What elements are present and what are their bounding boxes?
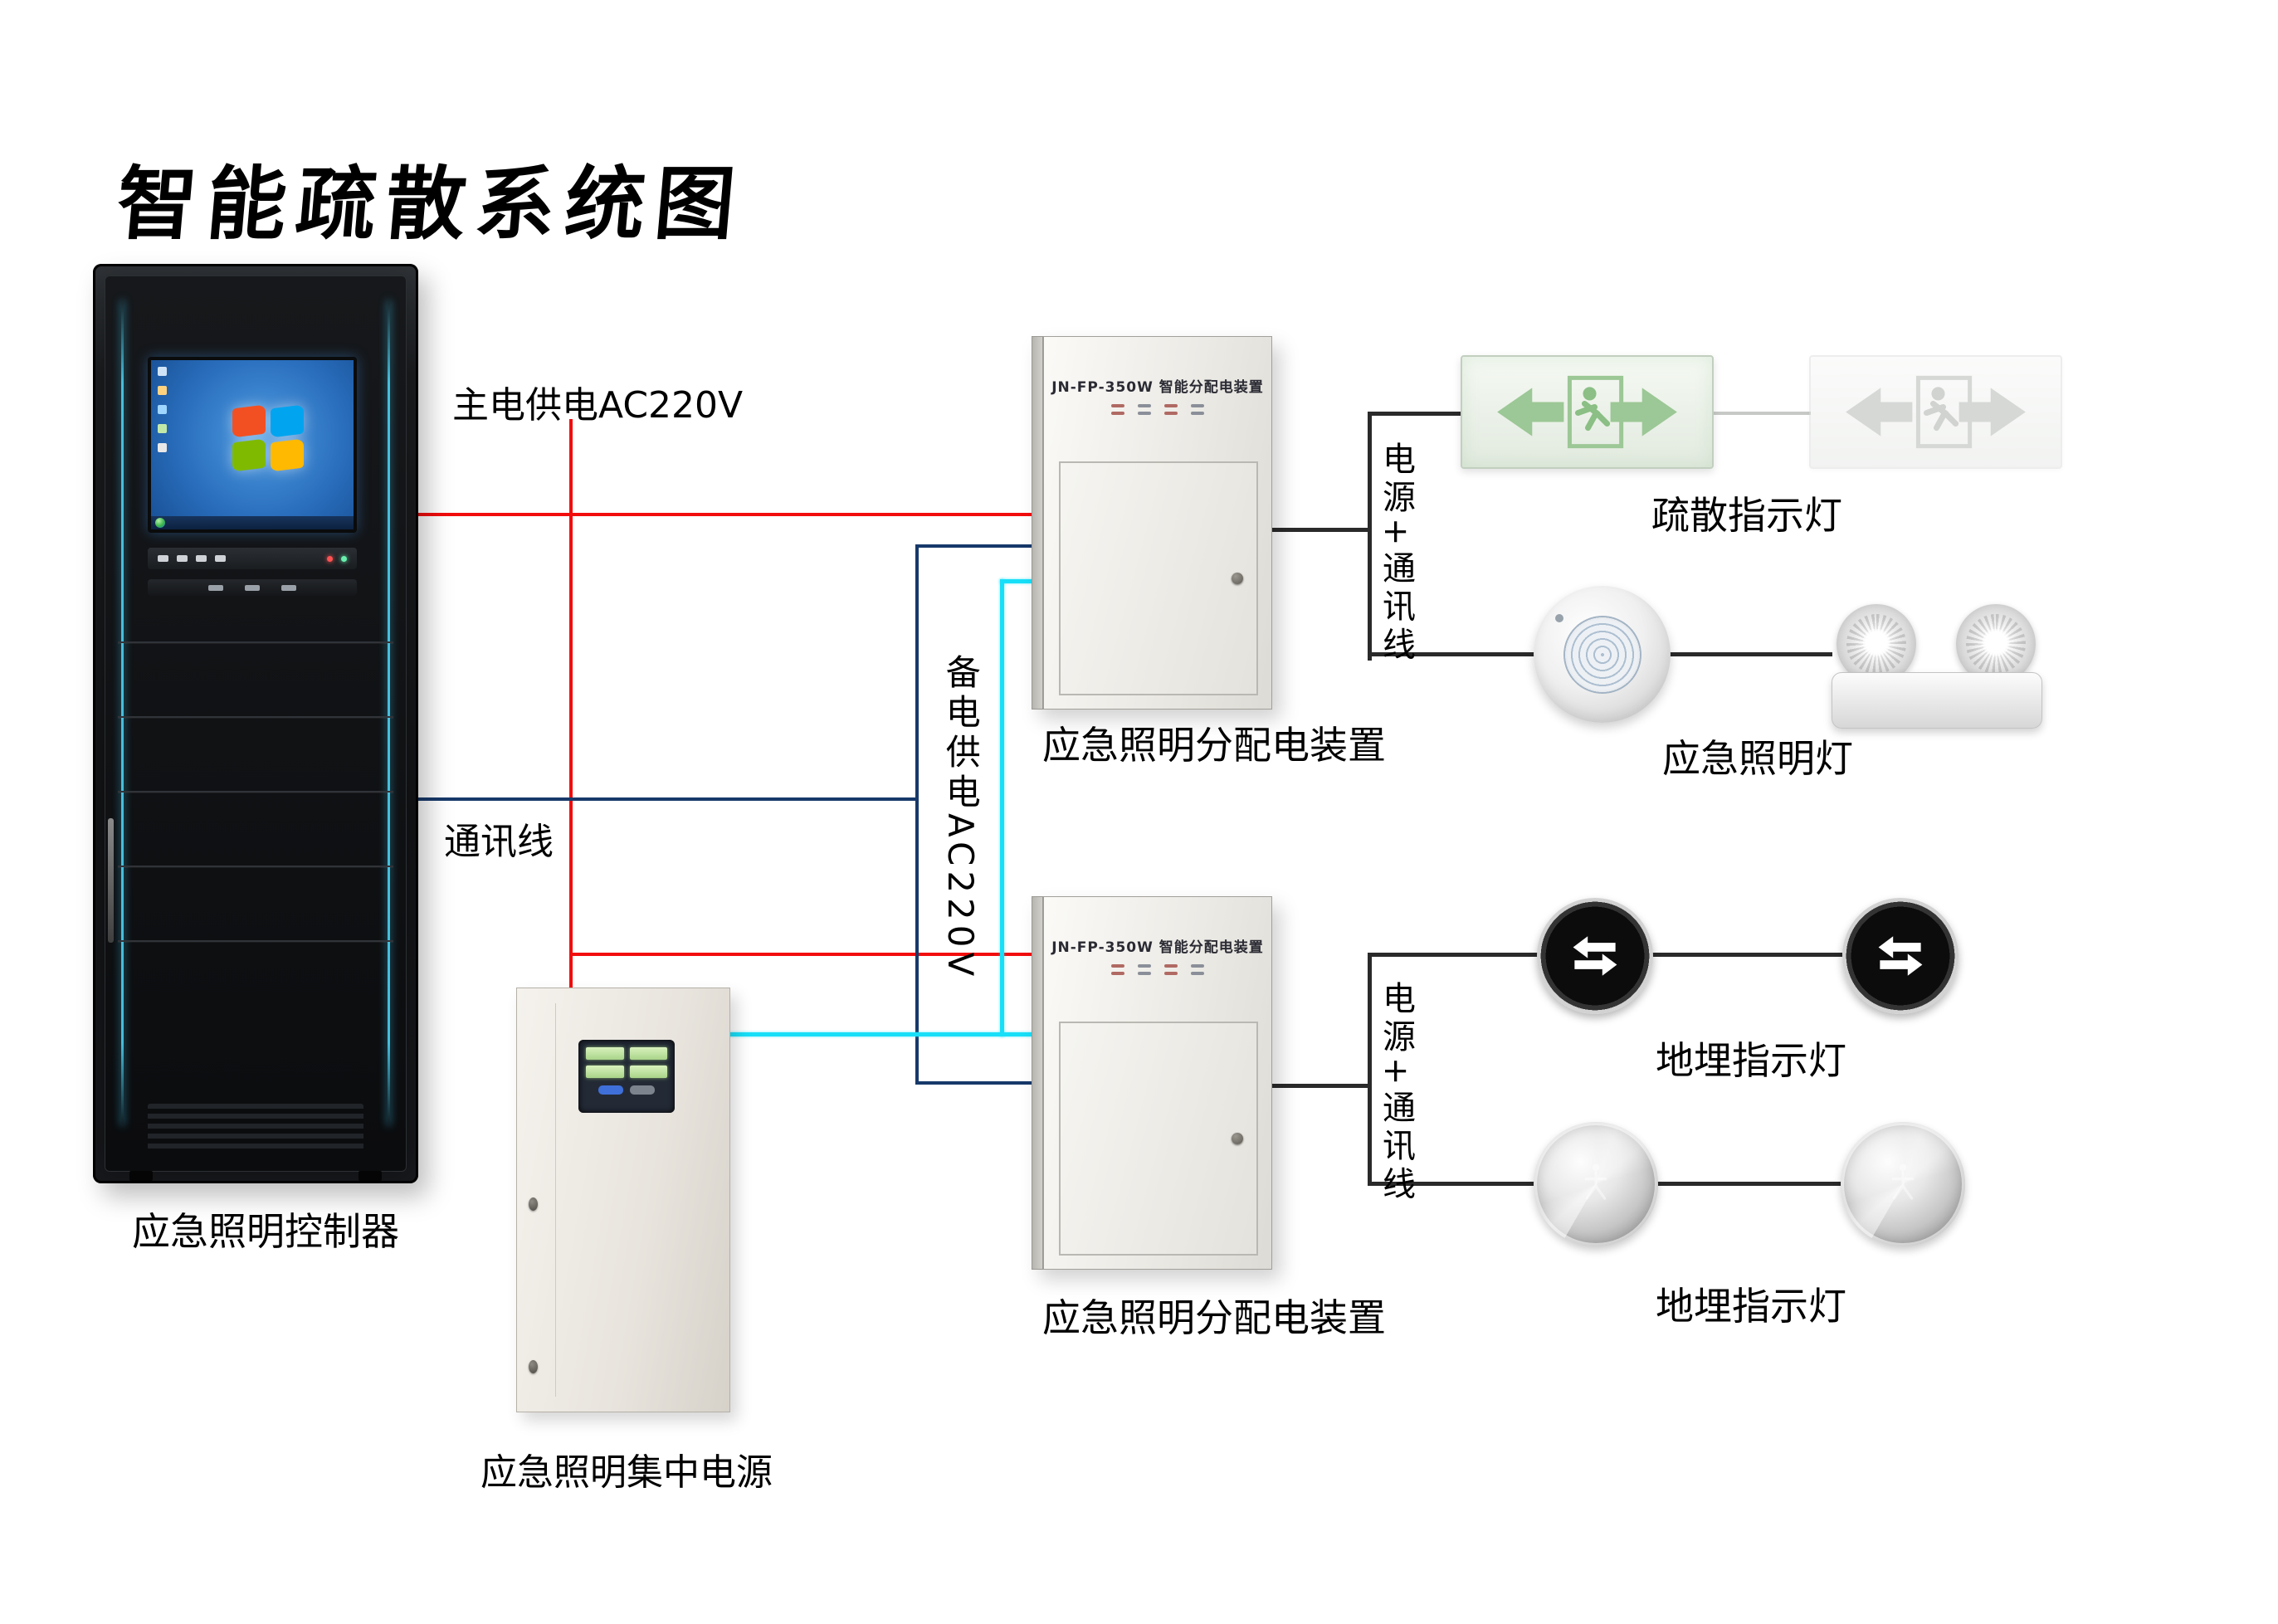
diagram-title: 智能疏散系统图: [113, 157, 749, 251]
device-wire-sign-to-sign: [1712, 412, 1811, 415]
box-side-panel: [1032, 336, 1043, 710]
lock-knob: [1232, 1133, 1243, 1144]
etched-figure-icon: [1891, 1163, 1915, 1200]
twin-head-emergency-light: [1830, 604, 2044, 729]
cabinet-led-strip-right: [388, 300, 390, 1125]
cabinet-led-strip-left: [121, 300, 124, 1125]
main-power-label: 主电供电AC220V: [452, 384, 744, 427]
backup-power-wire-h2: [722, 1032, 1033, 1036]
device-wire-to-lamp: [1368, 652, 1539, 656]
device-wire-to-silver-buried: [1368, 1182, 1535, 1186]
comm-line-label: 通讯线: [444, 821, 554, 863]
backup-power-wire-v: [1000, 579, 1004, 1036]
box-side-panel: [1032, 896, 1043, 1270]
indicator-cluster: [1108, 404, 1207, 415]
distribution-box-2-label: 应急照明分配电装置: [1042, 1295, 1386, 1340]
cabinet-foot: [359, 1171, 382, 1181]
emergency-lighting-controller-cabinet: [93, 264, 418, 1183]
device-wire-to-black-buried: [1368, 953, 1539, 957]
status-led-green: [341, 555, 347, 562]
panel-button-gray: [630, 1085, 655, 1095]
lamp-head-left: [1837, 604, 1916, 684]
backup-power-wire-h1: [1000, 579, 1033, 583]
device-wire-silver-buried-link: [1656, 1182, 1842, 1186]
device-wire-black-buried-link: [1651, 953, 1842, 957]
etched-figure-icon: [1584, 1163, 1607, 1200]
shelf-line: [118, 641, 393, 643]
central-power-label: 应急照明集中电源: [480, 1451, 773, 1494]
emergency-light-label: 应急照明灯: [1662, 736, 1853, 781]
start-orb-icon: [155, 518, 165, 528]
comm-wire-h3: [915, 1081, 1033, 1085]
device-wire-box2-out: [1272, 1084, 1371, 1088]
shelf-line: [118, 940, 393, 942]
distribution-box-1: JN-FP-350W 智能分配电装置: [1032, 336, 1272, 710]
device-wire-top-v: [1368, 412, 1372, 661]
double-arrow-icon: [1878, 936, 1923, 976]
power-comm-label-top: 电源+通讯线: [1377, 441, 1415, 666]
cabinet-foot: [129, 1171, 153, 1181]
box-model-text: JN-FP-350W 智能分配电装置: [1051, 939, 1264, 956]
buried-light-black-2: [1842, 898, 1958, 1014]
cabinet-button-row: [148, 579, 357, 596]
exit-sign-2: [1809, 355, 2062, 469]
door-seam: [555, 1003, 556, 1397]
device-wire-to-exit-sign: [1368, 412, 1462, 416]
power-display-panel: [578, 1040, 675, 1113]
comm-wire-h2: [915, 544, 1033, 548]
controller-label: 应急照明控制器: [132, 1209, 399, 1254]
main-power-wire-h2: [569, 953, 1033, 956]
device-wire-lamp-to-twin: [1668, 652, 1832, 656]
buried-light-top-label: 地埋指示灯: [1656, 1038, 1846, 1083]
double-arrow-icon: [1573, 936, 1617, 976]
main-power-wire-h1: [415, 513, 1033, 516]
cabinet-control-panel: [148, 548, 357, 569]
box-front-panel: JN-FP-350W 智能分配电装置: [1043, 336, 1272, 710]
shelf-line: [118, 791, 393, 792]
lamp-sensor-dot: [1555, 614, 1563, 622]
lamp-diffuser-rings: [1563, 615, 1641, 694]
distribution-box-2: JN-FP-350W 智能分配电装置: [1032, 896, 1272, 1270]
windows-logo-icon: [232, 404, 304, 472]
power-comm-label-bottom: 电源+通讯线: [1377, 981, 1415, 1205]
round-emergency-lamp: [1534, 586, 1671, 723]
buried-light-silver-2: [1841, 1122, 1965, 1246]
device-wire-bottom-v: [1368, 953, 1372, 1186]
taskbar: [151, 516, 354, 529]
buried-light-silver-1: [1534, 1122, 1658, 1246]
lock-keyhole: [529, 1360, 538, 1373]
box-door: [1059, 1022, 1258, 1256]
cabinet-handle: [108, 818, 114, 943]
shelf-line: [118, 866, 393, 867]
status-led-red: [327, 555, 333, 562]
device-wire-box1-out: [1272, 528, 1371, 532]
box-door: [1059, 461, 1258, 695]
lock-keyhole: [529, 1197, 538, 1211]
distribution-box-1-label: 应急照明分配电装置: [1042, 723, 1386, 768]
backup-power-label: 备电供电AC220V: [940, 654, 982, 982]
shelf-line: [118, 716, 393, 718]
box-model-text: JN-FP-350W 智能分配电装置: [1051, 379, 1264, 396]
exit-sign-pictogram: [1497, 375, 1677, 449]
main-power-wire-v: [569, 419, 573, 996]
lock-knob: [1232, 573, 1243, 584]
lamp-body: [1832, 672, 2042, 729]
exit-sign-1: [1461, 355, 1714, 469]
buried-light-black-1: [1537, 898, 1653, 1014]
exit-sign-label: 疏散指示灯: [1651, 493, 1842, 538]
indicator-cluster: [1108, 964, 1207, 975]
controller-monitor: [148, 357, 357, 533]
cabinet-vent-grille: [148, 1104, 363, 1150]
box-front-panel: JN-FP-350W 智能分配电装置: [1043, 896, 1272, 1270]
comm-wire-h1: [415, 797, 919, 801]
exit-sign-pictogram: [1846, 375, 2026, 449]
panel-button-blue: [598, 1085, 623, 1095]
desktop-icons: [158, 367, 167, 452]
lamp-head-right: [1956, 604, 2036, 684]
comm-wire-v: [915, 544, 919, 1085]
central-power-cabinet: [516, 988, 730, 1412]
buried-light-bottom-label: 地埋指示灯: [1656, 1284, 1846, 1329]
